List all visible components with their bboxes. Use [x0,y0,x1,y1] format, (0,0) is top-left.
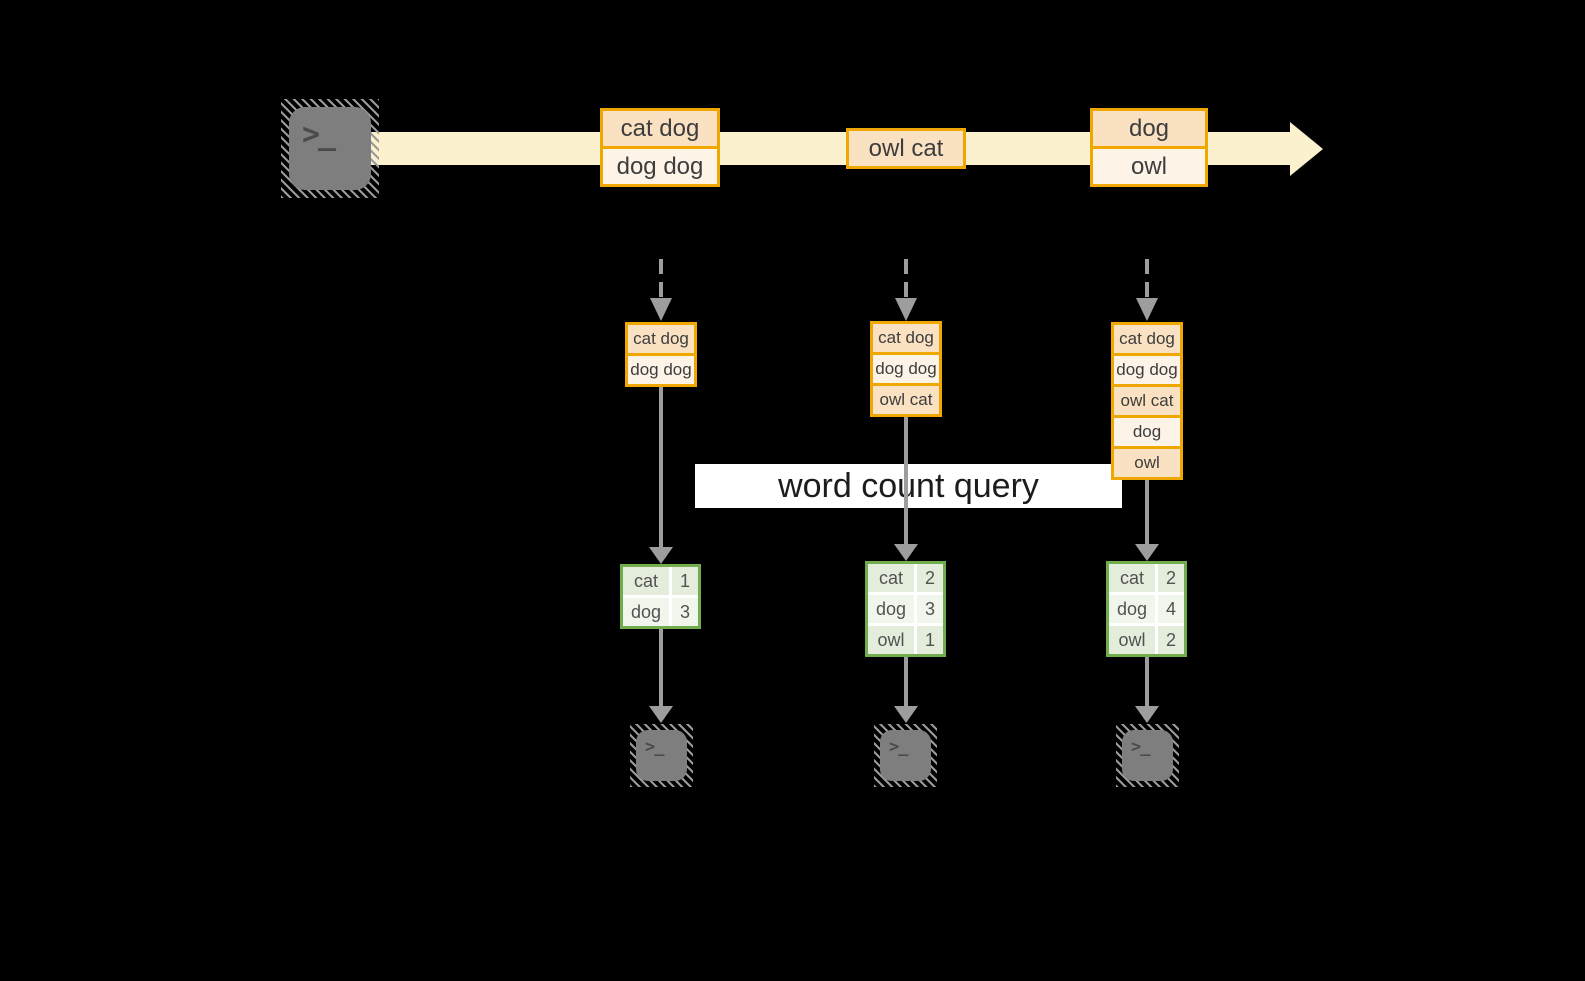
arrowhead-icon [894,544,918,561]
buffer-line: cat dog [628,325,694,353]
count-word: dog [1109,595,1155,623]
count-value: 2 [917,564,943,592]
count-word: owl [1109,626,1155,654]
count-value: 3 [917,595,943,623]
dashed-arrowhead-icon [1136,298,1158,321]
dashed-arrowhead-icon [895,298,917,321]
terminal-screen: >_ [1122,730,1173,781]
buffer-stack-2: cat dog dog dog owl cat [870,321,942,417]
buffer-line: dog [1114,418,1180,446]
count-value: 2 [1158,626,1184,654]
terminal-screen: >_ [880,730,931,781]
count-word: cat [623,567,669,595]
buffer-line: cat dog [873,324,939,352]
arrowhead-icon [894,706,918,723]
buffer-line: dog dog [628,356,694,384]
count-word: cat [1109,564,1155,592]
count-table-2: cat 2 dog 3 owl 1 [865,561,946,657]
terminal-prompt-icon: >_ [645,737,665,757]
terminal-prompt-icon: >_ [1131,737,1151,757]
count-word: dog [868,595,914,623]
count-word: cat [868,564,914,592]
arrowhead-icon [1135,544,1159,561]
buffer-line: cat dog [1114,325,1180,353]
dashed-arrowhead-icon [650,298,672,321]
buffer-line: owl [1114,449,1180,477]
terminal-screen: >_ [289,107,371,190]
terminal-prompt-icon: >_ [889,737,909,757]
buffer-line: dog dog [873,355,939,383]
sink-terminal-icon-1: >_ [630,724,693,787]
sink-terminal-icon-2: >_ [874,724,937,787]
stream-event-line: dog [1093,111,1205,146]
count-word: dog [623,598,669,626]
arrowhead-icon [1135,706,1159,723]
count-value: 2 [1158,564,1184,592]
buffer-line: dog dog [1114,356,1180,384]
count-value: 3 [672,598,698,626]
count-value: 4 [1158,595,1184,623]
count-table-1: cat 1 dog 3 [620,564,701,629]
count-value: 1 [672,567,698,595]
arrowhead-icon [649,547,673,564]
buffer-line: owl cat [1114,387,1180,415]
source-terminal-icon: >_ [281,99,379,198]
stream-event-line: dog dog [603,149,717,184]
terminal-prompt-icon: >_ [302,117,336,152]
count-table-3: cat 2 dog 4 owl 2 [1106,561,1187,657]
stream-event-box-1: cat dog dog dog [600,108,720,187]
stream-arrowhead-icon [1290,122,1323,176]
stream-event-line: owl [1093,149,1205,184]
terminal-screen: >_ [636,730,687,781]
stream-event-box-3: dog owl [1090,108,1208,187]
sink-terminal-icon-3: >_ [1116,724,1179,787]
stream-event-line: owl cat [849,131,963,166]
count-word: owl [868,626,914,654]
buffer-stack-3: cat dog dog dog owl cat dog owl [1111,322,1183,480]
query-label: word count query [695,464,1122,508]
arrowhead-icon [649,706,673,723]
buffer-stack-1: cat dog dog dog [625,322,697,387]
buffer-line: owl cat [873,386,939,414]
stream-event-line: cat dog [603,111,717,146]
stream-event-box-2: owl cat [846,128,966,169]
count-value: 1 [917,626,943,654]
